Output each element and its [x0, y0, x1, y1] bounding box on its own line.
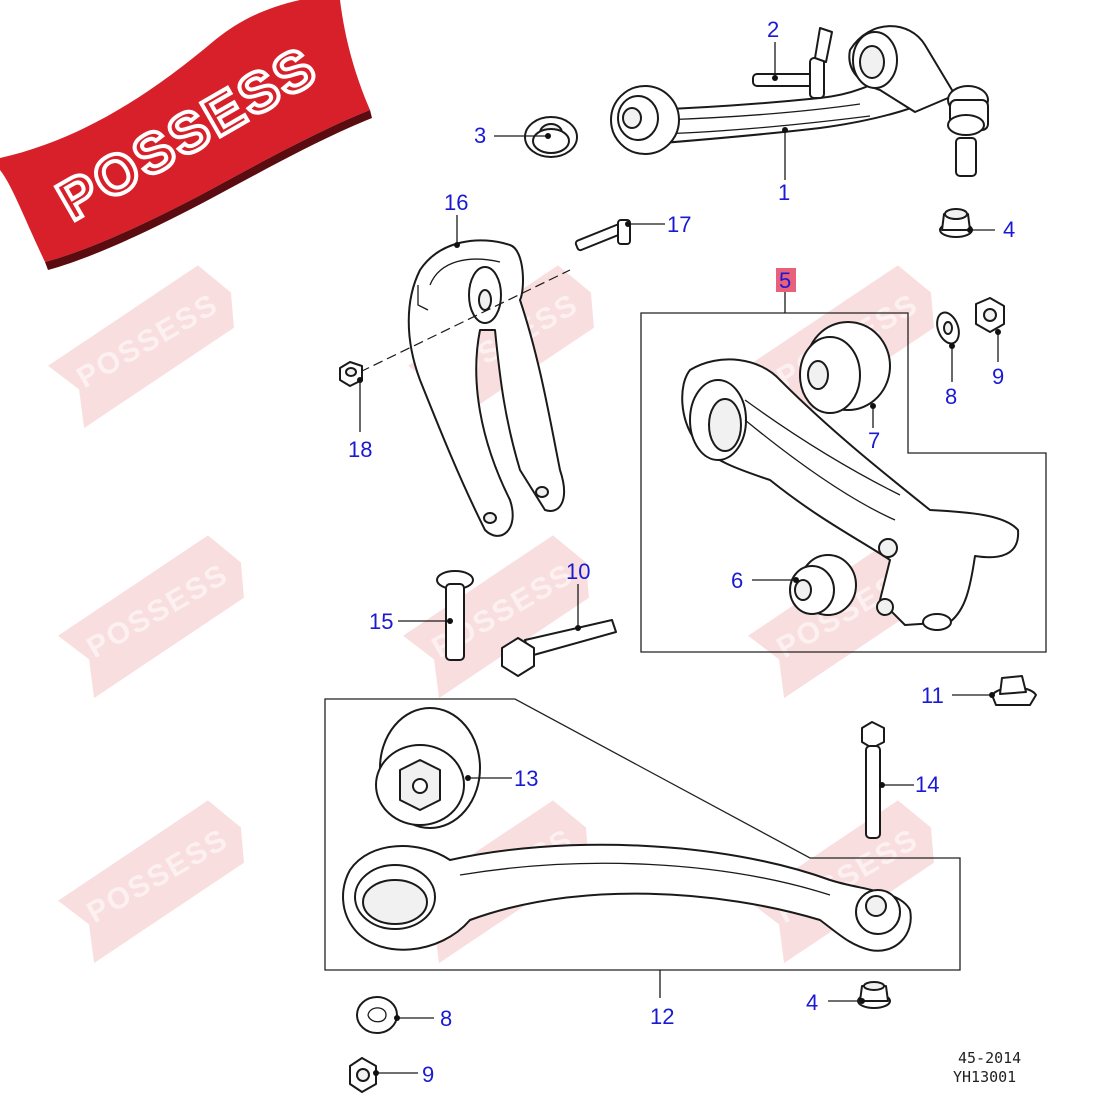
- brand-logo: POSSESS: [0, 0, 372, 270]
- callout-labels: 2 3 1 4 16 17 5 18 7 8 9 6 10 15 11 13 1…: [348, 17, 1015, 1087]
- eccentric-bolt: [752, 27, 833, 99]
- callout-7: 7: [868, 428, 880, 453]
- lower-control-arm: [681, 358, 1020, 631]
- watermark: POSSESS: [403, 535, 589, 699]
- bushing-7: [799, 321, 891, 414]
- callout-4-bottom: 4: [806, 990, 818, 1015]
- callout-8-bottom: 8: [440, 1006, 452, 1031]
- callout-12: 12: [650, 1004, 674, 1029]
- callout-11: 11: [921, 683, 944, 708]
- assembly-highlight: [776, 268, 796, 292]
- callout-6: 6: [731, 568, 743, 593]
- lower-link-box: [324, 698, 961, 998]
- upper-control-arm: [610, 25, 989, 177]
- knuckle-bracket: [407, 239, 565, 537]
- washer-3: [524, 116, 578, 158]
- callout-16: 16: [444, 190, 468, 215]
- callout-3: 3: [474, 123, 486, 148]
- bolt-17: [574, 219, 631, 252]
- lower-link: [342, 843, 912, 952]
- callout-1: 1: [778, 180, 790, 205]
- watermark: POSSESS: [48, 265, 234, 429]
- leader-lines: [357, 42, 1001, 1076]
- flange-nut-4-top: [939, 208, 973, 238]
- washer-8-top: [936, 311, 960, 345]
- callout-9-bottom: 9: [422, 1062, 434, 1087]
- callout-10: 10: [566, 559, 590, 584]
- nut-9-top: [975, 297, 1005, 333]
- watermark: POSSESS: [58, 535, 244, 699]
- reference-line-1: 45-2014: [958, 1049, 1021, 1067]
- lower-arm-assembly-box: [640, 268, 1047, 653]
- callout-15: 15: [369, 609, 393, 634]
- callout-8-top: 8: [945, 384, 957, 409]
- reference-code: 45-2014 YH13001: [953, 1049, 1021, 1086]
- callout-2: 2: [767, 17, 779, 42]
- watermark: POSSESS: [58, 800, 244, 964]
- callout-4-top: 4: [1003, 217, 1015, 242]
- washer-8-bottom: [356, 996, 398, 1034]
- callout-18: 18: [348, 437, 372, 462]
- callout-14: 14: [915, 772, 939, 797]
- callout-17: 17: [667, 212, 691, 237]
- callout-5: 5: [779, 268, 791, 293]
- nut-11: [991, 675, 1037, 706]
- bushing-13: [375, 707, 481, 829]
- bushing-6: [789, 554, 857, 616]
- flange-nut-4-bottom: [857, 981, 891, 1009]
- callout-13: 13: [514, 766, 538, 791]
- reference-line-2: YH13001: [953, 1068, 1016, 1086]
- nut-9-bottom: [349, 1057, 377, 1093]
- bolt-10: [501, 619, 617, 677]
- bolt-14: [861, 721, 885, 839]
- callout-9-top: 9: [992, 364, 1004, 389]
- bolt-15: [436, 570, 474, 661]
